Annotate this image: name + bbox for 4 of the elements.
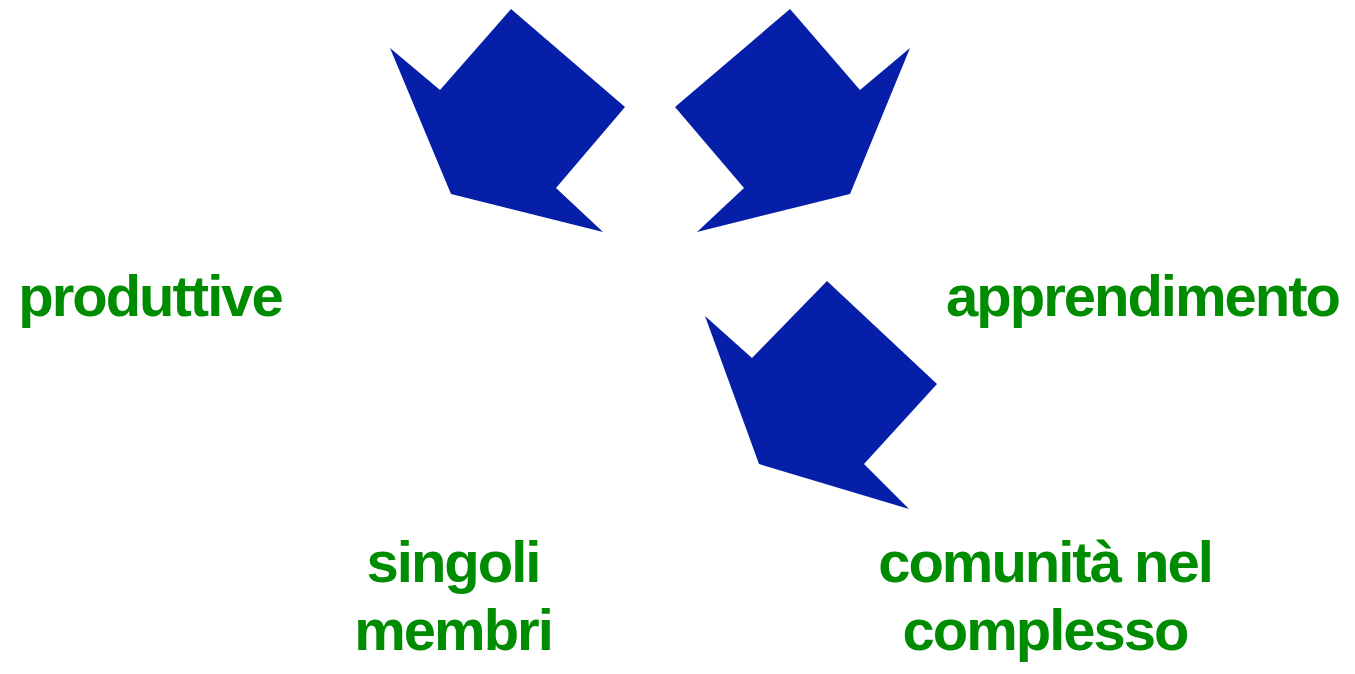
label-text: produttive [17, 262, 283, 330]
label-text: singoli membri [353, 528, 553, 664]
label-text: apprendimento [945, 262, 1340, 330]
label-text: comunità nel complesso [877, 528, 1213, 664]
